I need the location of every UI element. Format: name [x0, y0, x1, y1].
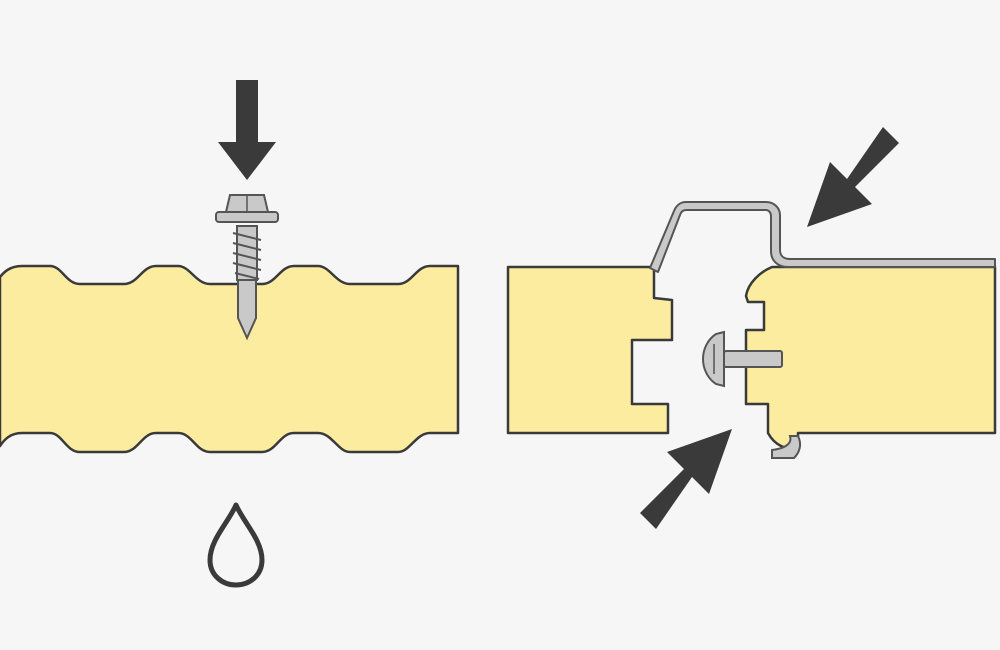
tongue-groove-panel-right [744, 265, 997, 450]
hidden-fastener-icon [701, 330, 783, 388]
corrugated-sandwich-panel [0, 264, 460, 454]
down-arrow-icon [218, 80, 276, 180]
arrow-up-right-icon [640, 429, 732, 529]
left-detail [0, 80, 460, 588]
tongue-groove-panel-left [506, 265, 674, 435]
metal-cap-flashing [649, 201, 996, 273]
self-drilling-screw-icon [215, 194, 279, 341]
right-detail [506, 127, 997, 529]
water-drop-icon [207, 502, 265, 588]
arrow-down-left-icon [807, 127, 899, 227]
